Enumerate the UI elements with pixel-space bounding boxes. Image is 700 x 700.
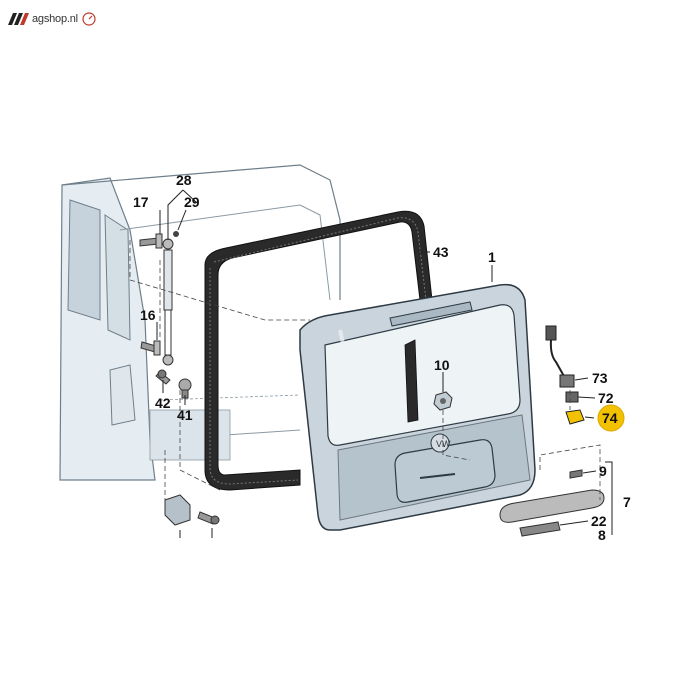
vagshop-logo-icon	[8, 13, 29, 25]
site-logo[interactable]: agshop.nl	[8, 12, 96, 26]
label-part-73: 73	[592, 370, 608, 386]
trim-strip	[499, 469, 605, 537]
connector-74	[565, 409, 585, 425]
hinge-bracket	[164, 494, 220, 526]
window-seal-strip	[404, 339, 419, 423]
bolt-17	[139, 233, 163, 249]
nut-10	[433, 391, 453, 411]
door-seal	[204, 210, 433, 491]
highlight-part-74[interactable]: 74	[597, 404, 625, 432]
label-part-17: 17	[133, 194, 149, 210]
label-part-42: 42	[155, 395, 171, 411]
label-part-28: 28	[176, 172, 192, 188]
label-part-7: 7	[623, 494, 631, 510]
label-part-72: 72	[598, 390, 614, 406]
bolt-42	[155, 369, 171, 385]
label-part-74: 74	[602, 410, 618, 426]
van-body	[59, 164, 341, 481]
label-part-29: 29	[184, 194, 200, 210]
svg-text:VW: VW	[436, 439, 451, 449]
bolt-16	[140, 340, 161, 356]
label-part-16: 16	[140, 307, 156, 323]
gas-strut	[162, 231, 179, 366]
label-part-9: 9	[599, 463, 607, 479]
assembly-lines	[129, 240, 601, 500]
wiring-harness	[545, 325, 579, 403]
logo-text: agshop.nl	[32, 13, 78, 25]
label-part-1: 1	[488, 249, 496, 265]
leader-lines	[156, 189, 613, 538]
clip-41	[178, 378, 192, 399]
label-part-10: 10	[434, 357, 450, 373]
label-part-8: 8	[598, 527, 606, 543]
speedometer-icon	[82, 12, 96, 26]
label-part-41: 41	[177, 407, 193, 423]
label-part-22: 22	[591, 513, 607, 529]
label-part-43: 43	[433, 244, 449, 260]
